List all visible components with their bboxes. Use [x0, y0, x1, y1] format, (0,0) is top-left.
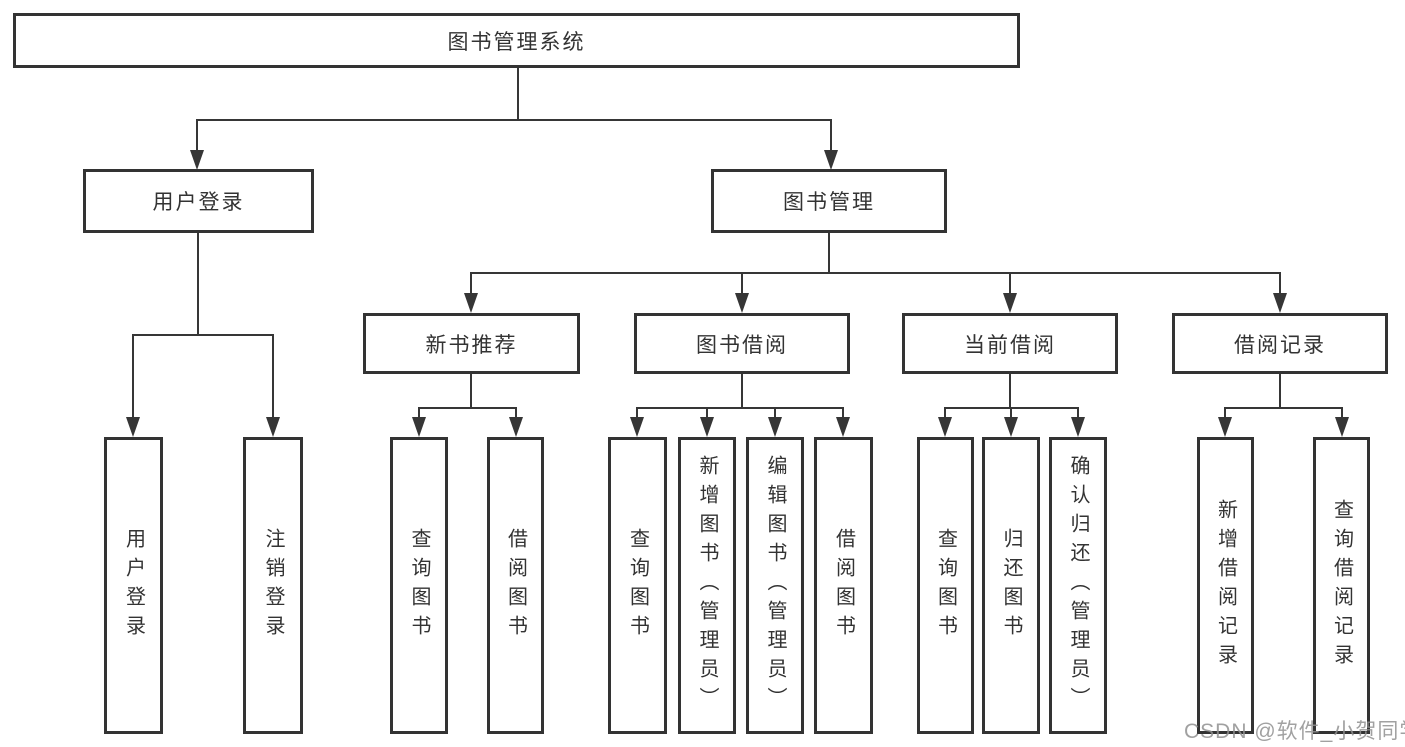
node-return-book: 归还图书: [982, 437, 1040, 734]
node-label: 图书管理系统: [447, 30, 586, 54]
arrow-down-icon: [824, 150, 838, 170]
arrow-down-icon: [190, 150, 204, 170]
connector-drop-leaf: [1077, 407, 1079, 419]
connector-drop-leaf: [1010, 407, 1012, 419]
connector-group-stem: [470, 374, 472, 409]
connector-book-management-crossbar: [470, 272, 1281, 274]
node-label: 借阅记录: [1234, 333, 1326, 357]
arrow-down-icon: [1218, 417, 1232, 437]
node-library-management-system: 图书管理系统: [13, 13, 1020, 68]
csdn-watermark: CSDN @软件_小贺同学: [1184, 720, 1405, 743]
node-label: 用户登录: [122, 527, 145, 644]
node-add-borrow-record: 新增借阅记录: [1197, 437, 1254, 734]
arrow-down-icon: [836, 417, 850, 437]
connector-drop-leaf: [636, 407, 638, 419]
node-confirm-return-admin: 确认归还（管理员）: [1049, 437, 1107, 734]
node-new-book-recommendation: 新书推荐: [363, 313, 580, 374]
connector-drop-leaf: [1224, 407, 1226, 419]
node-query-borrow-record: 查询借阅记录: [1313, 437, 1370, 734]
arrow-down-icon: [1004, 417, 1018, 437]
connector-drop-group: [1009, 272, 1011, 295]
arrow-down-icon: [266, 417, 280, 437]
connector-drop-user-login: [196, 119, 198, 152]
arrow-down-icon: [1071, 417, 1085, 437]
arrow-down-icon: [630, 417, 644, 437]
node-label: 新增借阅记录: [1214, 498, 1237, 673]
node-label: 确认归还（管理员）: [1067, 455, 1089, 716]
node-label: 查询图书: [626, 527, 649, 644]
connector-group-stem: [741, 374, 743, 409]
node-label: 注销登录: [262, 527, 284, 644]
arrow-down-icon: [1273, 293, 1287, 313]
node-logout: 注销登录: [243, 437, 303, 734]
node-label: 用户登录: [152, 191, 245, 214]
connector-drop-leaf: [515, 407, 517, 419]
node-query-books-borrowing: 查询图书: [608, 437, 667, 734]
node-label: 查询借阅记录: [1330, 498, 1353, 673]
connector-drop-leaf: [842, 407, 844, 419]
connector-group-crossbar: [1224, 407, 1343, 409]
node-label: 编辑图书（管理员）: [764, 455, 786, 716]
arrow-down-icon: [938, 417, 952, 437]
connector-drop-group: [470, 272, 472, 295]
node-query-books-recommend: 查询图书: [390, 437, 448, 734]
connector-user-login-stem: [197, 233, 199, 336]
connector-drop-leaf: [418, 407, 420, 419]
node-add-book-admin: 新增图书（管理员）: [678, 437, 736, 734]
arrow-down-icon: [700, 417, 714, 437]
node-borrow-books-recommend: 借阅图书: [487, 437, 544, 734]
arrow-down-icon: [464, 293, 478, 313]
node-edit-book-admin: 编辑图书（管理员）: [746, 437, 804, 734]
arrow-down-icon: [412, 417, 426, 437]
connector-drop-book-management: [830, 119, 832, 152]
connector-drop-leaf: [1341, 407, 1343, 419]
node-label: 查询图书: [408, 527, 430, 644]
arrow-down-icon: [126, 417, 140, 437]
node-label: 查询图书: [934, 527, 957, 644]
connector-root-crossbar: [196, 119, 832, 121]
node-label: 当前借阅: [964, 333, 1056, 357]
connector-book-management-stem: [828, 233, 830, 274]
connector-group-crossbar: [418, 407, 517, 409]
node-label: 新书推荐: [425, 333, 518, 357]
arrow-down-icon: [1003, 293, 1017, 313]
arrow-down-icon: [1335, 417, 1349, 437]
node-label: 图书管理: [783, 191, 875, 214]
node-borrow-books: 借阅图书: [814, 437, 873, 734]
arrow-down-icon: [509, 417, 523, 437]
node-label: 归还图书: [1000, 527, 1022, 644]
connector-group-stem: [1009, 374, 1011, 409]
connector-user-login-crossbar: [132, 334, 274, 336]
node-book-borrowing: 图书借阅: [634, 313, 850, 374]
node-user-login-branch: 用户登录: [83, 169, 314, 233]
connector-drop-leaf: [132, 334, 134, 418]
arrow-down-icon: [768, 417, 782, 437]
connector-group-crossbar: [636, 407, 844, 409]
node-label: 新增图书（管理员）: [696, 455, 718, 716]
connector-root-stem: [517, 68, 519, 121]
arrow-down-icon: [735, 293, 749, 313]
connector-drop-leaf: [944, 407, 946, 419]
connector-drop-group: [1279, 272, 1281, 295]
connector-drop-group: [741, 272, 743, 295]
node-label: 借阅图书: [832, 527, 855, 644]
node-borrowing-records: 借阅记录: [1172, 313, 1388, 374]
node-user-login: 用户登录: [104, 437, 163, 734]
node-query-books-current: 查询图书: [917, 437, 974, 734]
connector-drop-leaf: [706, 407, 708, 419]
node-label: 借阅图书: [504, 527, 527, 644]
node-current-borrowing: 当前借阅: [902, 313, 1118, 374]
node-book-management-branch: 图书管理: [711, 169, 947, 233]
connector-group-stem: [1279, 374, 1281, 409]
connector-drop-leaf: [272, 334, 274, 418]
connector-drop-leaf: [774, 407, 776, 419]
node-label: 图书借阅: [696, 333, 788, 357]
